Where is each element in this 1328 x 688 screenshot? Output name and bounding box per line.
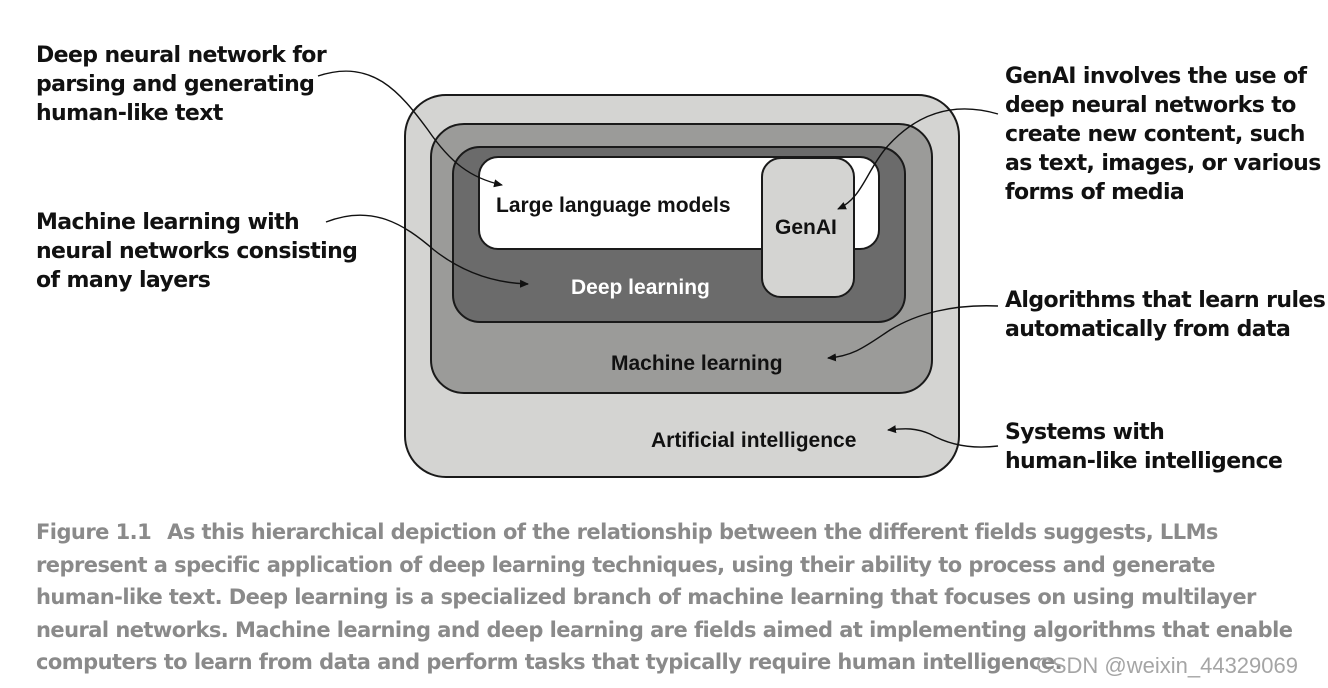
caption-text: As this hierarchical depiction of the re… bbox=[36, 520, 1293, 674]
dl-label: Deep learning bbox=[571, 276, 710, 299]
genai-label: GenAI bbox=[775, 216, 837, 239]
dl-annotation-line: of many layers bbox=[36, 268, 211, 293]
ai-annotation-line: Systems with bbox=[1005, 420, 1165, 445]
llm-annotation-line: parsing and generating bbox=[36, 72, 315, 97]
ai-pointer-arrow bbox=[887, 425, 999, 448]
ai-annotation-line: human-like intelligence bbox=[1005, 449, 1283, 474]
llm-annotation: Deep neural network for parsing and gene… bbox=[36, 41, 327, 128]
ml-label: Machine learning bbox=[611, 352, 783, 375]
dl-annotation: Machine learning with neural networks co… bbox=[36, 208, 358, 295]
ml-annotation-line: Algorithms that learn rules bbox=[1005, 288, 1326, 313]
dl-annotation-line: Machine learning with bbox=[36, 210, 300, 235]
watermark: CSDN @weixin_44329069 bbox=[1035, 653, 1298, 678]
dl-annotation-line: neural networks consisting bbox=[36, 239, 358, 264]
ai-label: Artificial intelligence bbox=[651, 429, 857, 452]
llm-annotation-line: human-like text bbox=[36, 101, 223, 126]
ai-annotation: Systems with human-like intelligence bbox=[1005, 418, 1283, 476]
genai-annotation: GenAI involves the use of deep neural ne… bbox=[1005, 62, 1321, 207]
ml-annotation-line: automatically from data bbox=[1005, 317, 1291, 342]
genai-annotation-line: forms of media bbox=[1005, 180, 1185, 205]
llm-pointer-arrow bbox=[317, 70, 503, 188]
genai-pointer-arrow bbox=[837, 108, 999, 210]
genai-annotation-line: as text, images, or various bbox=[1005, 151, 1321, 176]
genai-annotation-line: GenAI involves the use of bbox=[1005, 64, 1307, 89]
genai-annotation-line: deep neural networks to bbox=[1005, 93, 1296, 118]
genai-annotation-line: create new content, such bbox=[1005, 122, 1305, 147]
ml-annotation: Algorithms that learn rules automaticall… bbox=[1005, 286, 1326, 344]
genai-box bbox=[761, 157, 855, 298]
ml-pointer-arrow bbox=[827, 305, 999, 362]
dl-pointer-arrow bbox=[325, 214, 529, 288]
llm-annotation-line: Deep neural network for bbox=[36, 43, 327, 68]
figure-number: Figure 1.1 bbox=[36, 520, 152, 544]
llm-label: Large language models bbox=[496, 194, 731, 217]
